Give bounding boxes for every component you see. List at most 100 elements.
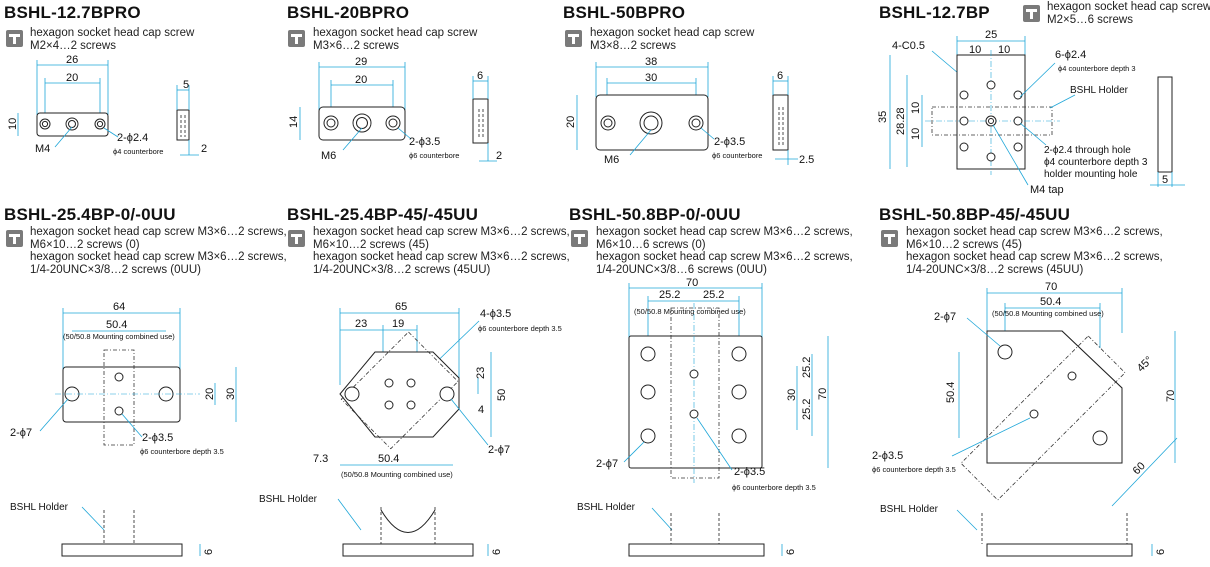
label-tap: M4 tap [1030, 184, 1064, 196]
screw-spec: hexagon socket head cap screw M3×6…2 scr… [313, 226, 570, 276]
dim-thickness: 6 [777, 70, 783, 82]
label-holder: BSHL Holder [1070, 85, 1129, 96]
holder-outline [103, 349, 135, 446]
holder-outline [670, 307, 720, 479]
side-view [61, 543, 183, 557]
dim-thickness: 6 [491, 549, 503, 555]
label-mounting-note: (50/50.8 Mounting combined use) [634, 307, 746, 316]
plate-outline [62, 366, 181, 423]
dim-c2: 10 [998, 44, 1010, 56]
dim-height: 35 [877, 111, 889, 123]
label-hole: 6-ϕ2.4 [1055, 49, 1086, 61]
dim-v3: 4 [478, 404, 484, 416]
label-hole: 4-ϕ3.5 [480, 308, 511, 320]
label-holder: BSHL Holder [577, 502, 636, 513]
screw-spec: hexagon socket head cap screw M3×6…2 scr… [596, 226, 853, 276]
dim-thickness: 6 [785, 549, 797, 555]
drawing-title: BSHL-50BPRO [563, 3, 686, 22]
label-counterbore: ϕ6 counterbore depth 3.5 [872, 465, 956, 474]
dim-v4: 70 [817, 388, 829, 400]
label-chamfer: 4-C0.5 [892, 40, 925, 52]
dim-width: 70 [686, 277, 698, 289]
dim-diagonal: 60 [1131, 460, 1148, 477]
drawing-title: BSHL-12.7BPRO [4, 3, 141, 22]
dim-width: 65 [395, 301, 407, 313]
label-tap: M6 [604, 154, 619, 166]
part-drawing: 64 50.4 (50/50.8 Mounting combined use) … [10, 301, 237, 557]
drawing-title: BSHL-50.8BP-0/-0UU [569, 205, 741, 224]
dim-v1: 10 [910, 102, 922, 114]
part-drawing: 70 25.2 25.2 (50/50.8 Mounting combined … [577, 277, 829, 557]
holder-outline [931, 106, 1053, 136]
label-hole: 2-ϕ7 [934, 311, 956, 323]
label-hole-2: 2-ϕ7 [488, 444, 510, 456]
dim-center: 30 [645, 72, 657, 84]
dim-thickness: 5 [1162, 174, 1168, 186]
part-drawing: 29 20 14 M6 2-ϕ3.5 ϕ6 counterbore 6 2 [288, 56, 502, 162]
side-view [472, 98, 489, 144]
dim-v1: 20 [204, 388, 216, 400]
dim-angle: 45° [1135, 354, 1155, 374]
dim-height: 20 [565, 116, 577, 128]
label-holder: BSHL Holder [10, 502, 69, 513]
screw-icon [288, 230, 305, 247]
dim-c1: 23 [355, 318, 367, 330]
dim-v2: 70 [1165, 390, 1177, 402]
label-hole-2: 2-ϕ3.5 [734, 466, 765, 478]
screw-icon [288, 30, 305, 47]
drawing-title: BSHL-12.7BP [879, 3, 990, 22]
label-mounting-note: (50/50.8 Mounting combined use) [341, 470, 453, 479]
dim-depth: 2.5 [799, 154, 814, 166]
dim-thickness: 6 [477, 70, 483, 82]
dim-width: 26 [66, 54, 78, 66]
dim-v2: 30 [225, 388, 237, 400]
label-mounting-hole: holder mounting hole [1044, 169, 1138, 180]
dim-thickness: 6 [1155, 549, 1167, 555]
dim-depth: 2 [496, 150, 502, 162]
dim-v1: 25.2 [801, 357, 813, 378]
label-mounting-note: (50/50.8 Mounting combined use) [992, 309, 1104, 318]
label-hole: 2-ϕ3.5 [714, 136, 745, 148]
label-through-hole: 2-ϕ2.4 through hole [1044, 145, 1131, 156]
label-through-counterbore: ϕ4 counterbore depth 3 [1044, 157, 1148, 168]
label-counterbore: ϕ6 counterbore depth 3.5 [140, 447, 224, 456]
label-counterbore: ϕ4 counterbore depth 3 [1058, 64, 1136, 73]
dim-v1: 23 [475, 367, 487, 379]
plate-outline [628, 335, 763, 469]
holder-outline [340, 331, 459, 450]
side-view [628, 543, 765, 557]
screw-icon [571, 230, 588, 247]
screw-icon [6, 230, 23, 247]
label-hole: 2-ϕ2.4 [117, 132, 148, 144]
drawing-title: BSHL-20BPRO [287, 3, 410, 22]
part-drawing: 26 20 10 M4 2-ϕ2.4 ϕ4 counterbore 5 2 [7, 54, 207, 156]
plate-outline [339, 351, 460, 438]
drawing-title: BSHL-50.8BP-45/-45UU [879, 205, 1071, 224]
side-view [986, 543, 1133, 557]
label-hole: 2-ϕ7 [10, 427, 32, 439]
dim-offset: 7.3 [313, 453, 328, 465]
screw-icon [565, 30, 582, 47]
label-tap: M4 [35, 143, 50, 155]
dim-v3: 30 [786, 389, 798, 401]
part-drawing: 38 30 20 M6 2-ϕ3.5 ϕ6 counterbore 6 2.5 [565, 56, 814, 166]
screw-spec: hexagon socket head cap screw M3×6…2 scr… [30, 226, 287, 276]
drawing-title: BSHL-25.4BP-45/-45UU [287, 205, 479, 224]
dim-c1: 10 [969, 44, 981, 56]
label-mounting-note: (50/50.8 Mounting combined use) [63, 332, 175, 341]
dim-thickness: 5 [183, 79, 189, 91]
label-hole: 2-ϕ3.5 [409, 136, 440, 148]
part-drawing: 70 50.4 (50/50.8 Mounting combined use) … [872, 281, 1178, 557]
dim-c1: 25.2 [659, 289, 680, 301]
dim-center: 50.4 [1040, 296, 1061, 308]
dim-center: 50.4 [378, 453, 399, 465]
dim-center: 20 [355, 74, 367, 86]
dim-height-2: 28.28 [895, 107, 907, 135]
dim-depth: 2 [201, 143, 207, 155]
dim-center: 20 [66, 72, 78, 84]
dim-v1: 50.4 [945, 382, 957, 403]
dim-width: 38 [645, 56, 657, 68]
dim-width: 70 [1045, 281, 1057, 293]
label-counterbore: ϕ6 counterbore depth 3.5 [732, 483, 816, 492]
